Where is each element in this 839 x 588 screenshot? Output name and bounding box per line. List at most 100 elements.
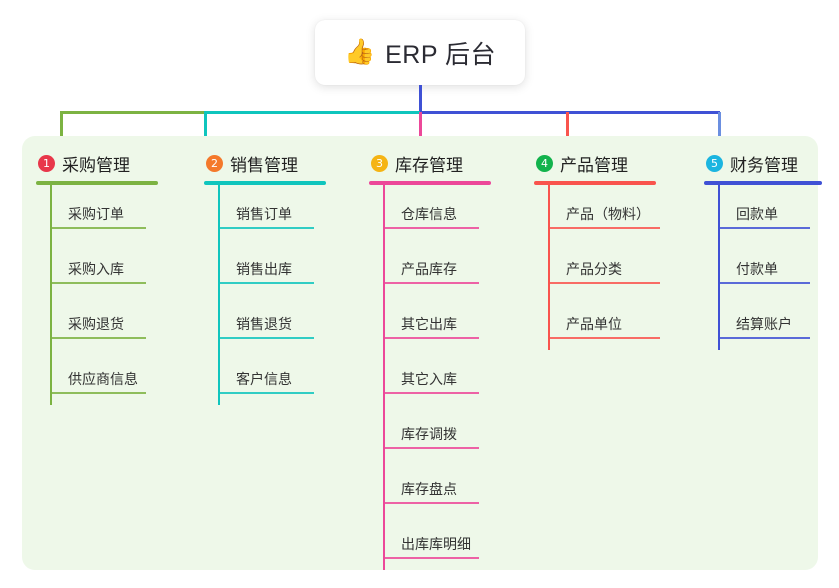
branch-title: 采购管理 — [62, 155, 130, 175]
branch-underline — [534, 181, 656, 185]
branch-item-label: 采购入库 — [68, 261, 124, 277]
branch-item-underline — [218, 282, 314, 284]
branch-item-underline — [548, 227, 660, 229]
drop-col-1 — [60, 112, 63, 140]
branch-item-label: 客户信息 — [236, 371, 292, 387]
branch-underline — [36, 181, 158, 185]
branch-item-underline — [50, 282, 146, 284]
branch-title: 产品管理 — [560, 155, 628, 175]
branch-items: 仓库信息产品库存其它出库其它入库库存调拨库存盘点出库库明细 — [369, 185, 519, 570]
branch-items: 产品（物料） 产品分类产品单位 — [534, 185, 694, 350]
branch-number-badge: 3 — [371, 154, 388, 172]
branch-item-underline — [218, 227, 314, 229]
branch-item[interactable]: 库存盘点 — [369, 460, 519, 515]
branch-item-label: 产品（物料） — [566, 206, 650, 222]
branch-header-finance[interactable]: 5 财务管理 — [704, 148, 834, 178]
branch-item-underline — [383, 502, 479, 504]
root-stem-connector — [419, 85, 422, 112]
branch-title: 财务管理 — [730, 155, 798, 175]
branch-item[interactable]: 产品库存 — [369, 240, 519, 295]
branch-number-badge: 2 — [206, 154, 223, 172]
branch-item-label: 供应商信息 — [68, 371, 138, 387]
branch-item[interactable]: 供应商信息 — [36, 350, 186, 405]
branch-title: 销售管理 — [230, 155, 298, 175]
branch-item-underline — [718, 282, 810, 284]
branch-item[interactable]: 销售出库 — [204, 240, 354, 295]
branch-item[interactable]: 回款单 — [704, 185, 834, 240]
branch-header-inventory[interactable]: 3 库存管理 — [369, 148, 519, 178]
branch-item-underline — [383, 227, 479, 229]
branch-item[interactable]: 销售订单 — [204, 185, 354, 240]
drop-col-3 — [419, 112, 422, 140]
branch-item[interactable]: 采购入库 — [36, 240, 186, 295]
branch-item-label: 采购退货 — [68, 316, 124, 332]
branch-item-underline — [50, 337, 146, 339]
branch-column-sales: 2 销售管理销售订单销售出库销售退货客户信息 — [204, 148, 354, 405]
root-node[interactable]: 👍 ERP 后台 — [315, 20, 525, 85]
drop-col-5 — [718, 112, 721, 140]
branch-number-badge: 1 — [38, 154, 55, 172]
branch-items: 采购订单采购入库采购退货供应商信息 — [36, 185, 186, 405]
branch-item-underline — [718, 227, 810, 229]
branch-title: 库存管理 — [395, 155, 463, 175]
branch-item-label: 出库库明细 — [401, 536, 471, 552]
branch-number-badge: 5 — [706, 154, 723, 172]
branch-item[interactable]: 销售退货 — [204, 295, 354, 350]
branches-panel: 1 采购管理采购订单采购入库采购退货供应商信息 2 销售管理销售订单销售出库销售退货客… — [22, 136, 822, 570]
branch-item-label: 回款单 — [736, 206, 778, 222]
branch-item-label: 采购订单 — [68, 206, 124, 222]
branch-spine — [383, 185, 385, 570]
branch-item[interactable]: 产品单位 — [534, 295, 694, 350]
branch-item[interactable]: 出库库明细 — [369, 515, 519, 570]
branch-item-underline — [383, 282, 479, 284]
thumbs-up-icon: 👍 — [343, 38, 376, 66]
branch-item-underline — [218, 337, 314, 339]
root-title: ERP 后台 — [385, 40, 497, 69]
branch-item[interactable]: 其它入库 — [369, 350, 519, 405]
branch-item-label: 其它入库 — [401, 371, 457, 387]
branch-item-underline — [50, 392, 146, 394]
branch-item-underline — [718, 337, 810, 339]
branch-item[interactable]: 产品分类 — [534, 240, 694, 295]
branch-spine — [548, 185, 550, 350]
branch-item[interactable]: 结算账户 — [704, 295, 834, 350]
branch-header-product[interactable]: 4 产品管理 — [534, 148, 694, 178]
branch-spine — [50, 185, 52, 405]
drop-col-4 — [566, 112, 569, 140]
branch-underline — [704, 181, 822, 185]
branch-item-label: 仓库信息 — [401, 206, 457, 222]
branch-column-finance: 5 财务管理回款单付款单结算账户 — [704, 148, 834, 350]
branch-item-label: 其它出库 — [401, 316, 457, 332]
branch-item-underline — [383, 337, 479, 339]
branch-column-purchase: 1 采购管理采购订单采购入库采购退货供应商信息 — [36, 148, 186, 405]
branch-item-underline — [383, 557, 479, 559]
branch-items: 销售订单销售出库销售退货客户信息 — [204, 185, 354, 405]
branch-item-underline — [50, 227, 146, 229]
branch-item-underline — [548, 282, 660, 284]
branch-item[interactable]: 付款单 — [704, 240, 834, 295]
branch-item-underline — [383, 392, 479, 394]
branch-item[interactable]: 其它出库 — [369, 295, 519, 350]
branch-item[interactable]: 产品（物料） — [534, 185, 694, 240]
branch-items: 回款单付款单结算账户 — [704, 185, 834, 350]
branch-item[interactable]: 采购订单 — [36, 185, 186, 240]
branch-underline — [204, 181, 326, 185]
branch-item-label: 销售退货 — [236, 316, 292, 332]
branch-item[interactable]: 采购退货 — [36, 295, 186, 350]
branch-header-purchase[interactable]: 1 采购管理 — [36, 148, 186, 178]
bus-indigo — [420, 111, 720, 114]
branch-item-label: 库存调拨 — [401, 426, 457, 442]
branch-column-inventory: 3 库存管理仓库信息产品库存其它出库其它入库库存调拨库存盘点出库库明细 — [369, 148, 519, 570]
branch-item-label: 产品单位 — [566, 316, 622, 332]
branch-header-sales[interactable]: 2 销售管理 — [204, 148, 354, 178]
branch-number-badge: 4 — [536, 154, 553, 172]
branch-underline — [369, 181, 491, 185]
branch-item-label: 付款单 — [736, 261, 778, 277]
bus-green — [60, 111, 204, 114]
branch-item[interactable]: 仓库信息 — [369, 185, 519, 240]
branch-spine — [218, 185, 220, 405]
branch-item[interactable]: 客户信息 — [204, 350, 354, 405]
branch-item-label: 库存盘点 — [401, 481, 457, 497]
branch-item[interactable]: 库存调拨 — [369, 405, 519, 460]
